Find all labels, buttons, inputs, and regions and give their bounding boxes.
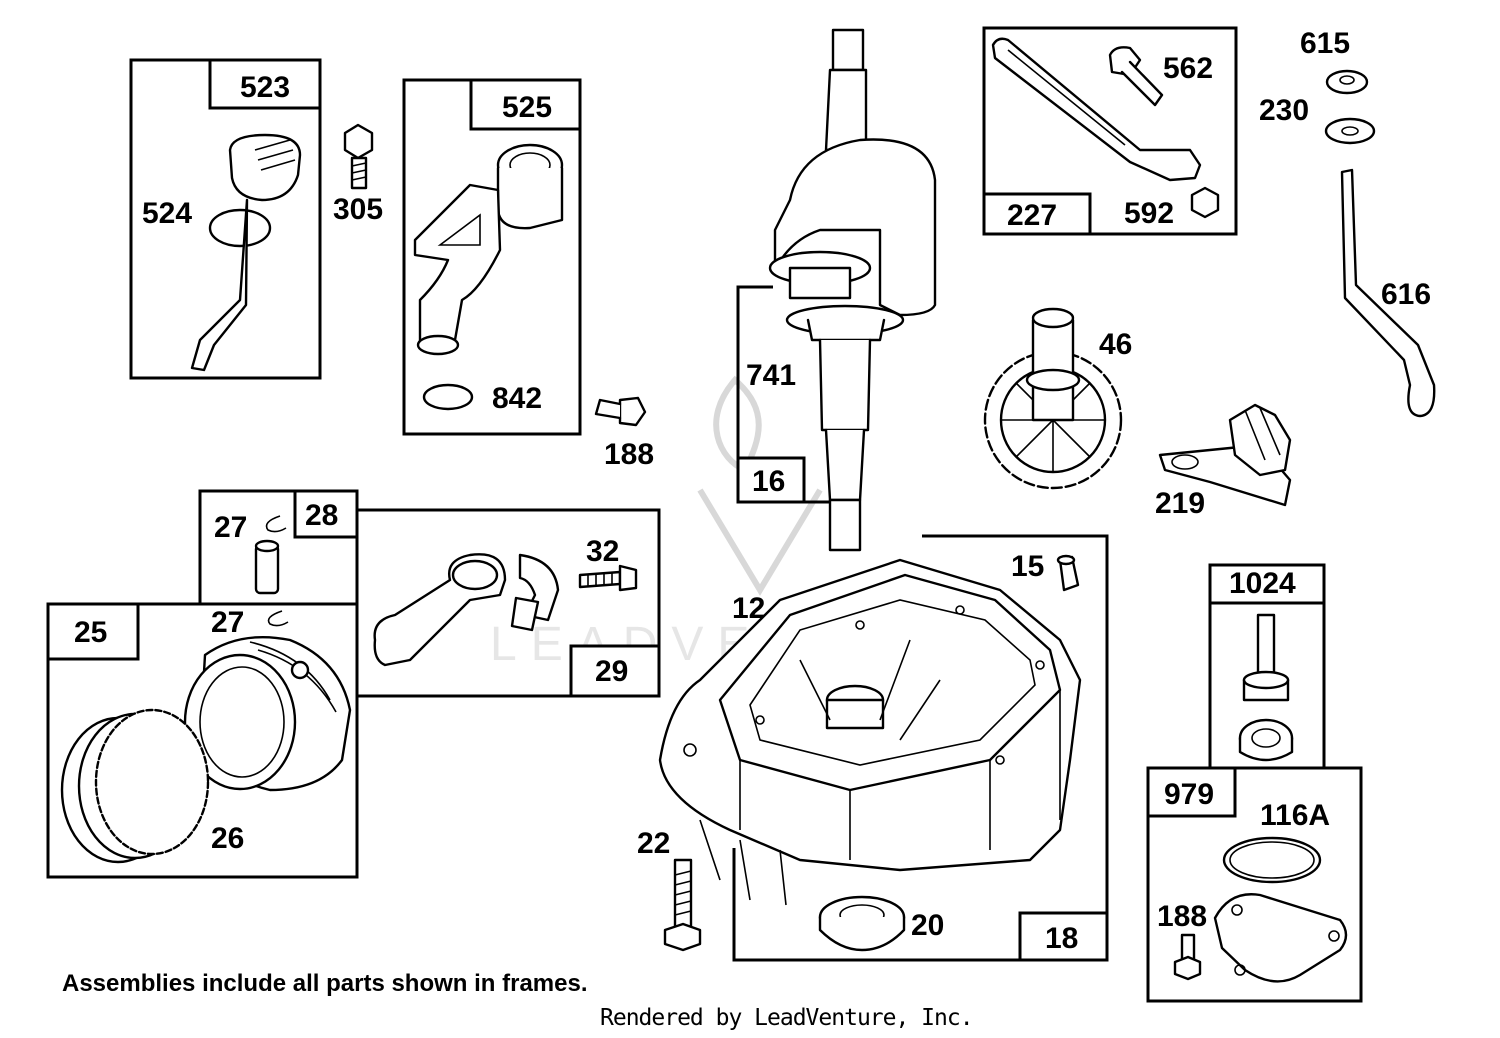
part-governor-shaft-616[interactable] [1340,168,1436,418]
label-592: 592 [1124,197,1174,230]
assembly-note: Assemblies include all parts shown in fr… [62,970,588,997]
frame-525[interactable]: 525 [402,78,582,436]
part-oring-116a[interactable] [1222,836,1322,884]
label-116a: 116A [1260,799,1330,832]
label-26: 26 [211,822,244,855]
part-plug-15[interactable] [1056,554,1080,592]
part-screw-188[interactable] [594,396,647,427]
label-25: 25 [74,616,107,649]
part-bolt-22[interactable] [663,858,702,952]
frame-523[interactable]: 523 [129,58,322,380]
part-pump-cover[interactable] [1213,893,1348,983]
label-616: 616 [1381,278,1431,311]
frame-979[interactable]: 979 [1146,766,1363,1003]
part-screw-188-lower[interactable] [1173,933,1202,981]
part-bolt-32[interactable] [578,564,638,592]
label-979: 979 [1164,778,1214,811]
label-741: 741 [746,359,796,392]
label-27-lower: 27 [211,606,244,639]
part-piston-rings-26[interactable] [60,708,210,864]
label-230: 230 [1259,94,1309,127]
part-clip-27-upper[interactable] [265,515,287,533]
label-188-lower: 188 [1157,900,1207,933]
label-524: 524 [142,197,192,230]
part-dipstick-tube[interactable] [413,143,564,356]
part-nut-592[interactable] [1190,186,1220,219]
frame-16[interactable]: 16 [736,285,830,504]
label-27-upper: 27 [214,511,247,544]
frame-18[interactable]: 18 [732,534,1109,962]
part-crankshaft[interactable] [768,28,937,552]
label-15: 15 [1011,550,1044,583]
part-crankcase-12[interactable] [658,558,1082,906]
label-615: 615 [1300,27,1350,60]
label-18: 18 [1045,922,1078,955]
render-credit: Rendered by LeadVenture, Inc. [600,1005,974,1031]
label-305: 305 [333,193,383,226]
part-seal-20[interactable] [818,895,906,952]
label-20: 20 [911,909,944,942]
label-16: 16 [752,465,785,498]
label-523: 523 [240,71,290,104]
part-governor-219[interactable] [1158,403,1292,507]
part-governor-lever[interactable] [991,37,1202,182]
part-oring-842[interactable] [422,383,474,411]
label-46: 46 [1099,328,1132,361]
label-842: 842 [492,382,542,415]
part-washer-230[interactable] [1324,117,1376,145]
label-29: 29 [595,655,628,688]
label-22: 22 [637,827,670,860]
part-piston[interactable] [183,635,352,792]
label-525: 525 [502,91,552,124]
label-562: 562 [1163,52,1213,85]
part-bolt-305[interactable] [343,123,374,190]
part-dipstick[interactable] [190,133,302,372]
label-28: 28 [305,499,338,532]
part-camshaft-46[interactable] [983,307,1123,490]
part-connecting-rod[interactable] [373,553,560,667]
frame-25[interactable]: 25 [46,602,359,879]
part-oil-pump-gear[interactable] [1238,613,1294,762]
part-pin[interactable] [254,539,280,595]
part-615[interactable] [1325,69,1369,95]
frame-227[interactable]: 227 [982,26,1238,236]
label-32: 32 [586,535,619,568]
label-1024: 1024 [1229,567,1296,600]
label-227: 227 [1007,199,1057,232]
part-clip-27-lower[interactable] [267,610,289,627]
label-188-upper: 188 [604,438,654,471]
label-219: 219 [1155,487,1205,520]
part-bolt-562[interactable] [1108,46,1164,107]
